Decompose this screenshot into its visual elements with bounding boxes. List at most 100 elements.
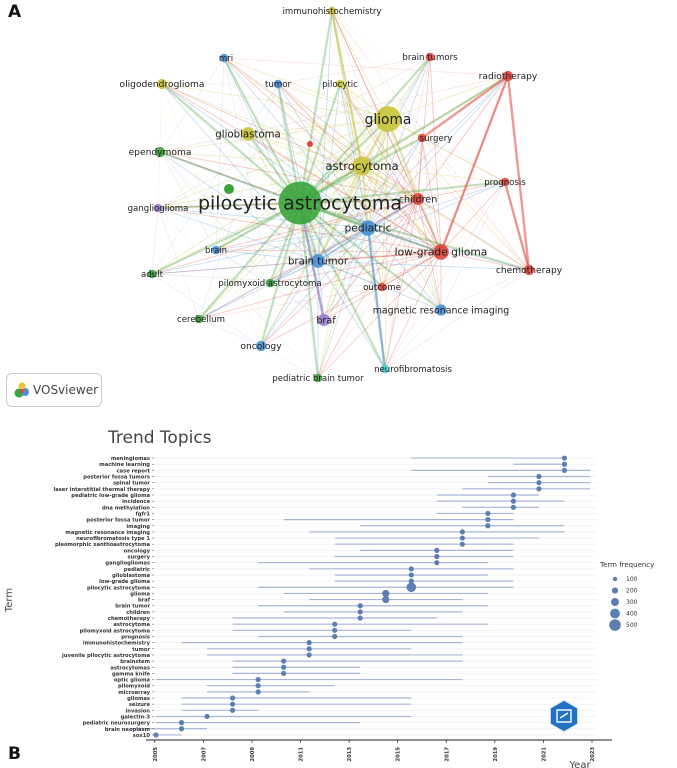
network-edge <box>317 56 431 262</box>
legend-circle <box>612 576 618 582</box>
network-edge-strong <box>366 227 387 370</box>
network-edge <box>269 118 389 284</box>
trend-dot-brain-neoplasm <box>178 726 185 732</box>
network-edge <box>298 202 320 379</box>
term-label: glioma <box>130 591 150 597</box>
trend-dot-tumor <box>306 646 312 652</box>
network-edge <box>421 137 506 183</box>
network-edge <box>159 150 301 205</box>
trend-dot-glioma <box>382 589 390 598</box>
label-brain-tumors: brain tumors <box>402 53 458 63</box>
network-edge <box>299 180 506 205</box>
vosviewer-label: VOSviewer <box>33 383 99 397</box>
label-children: children <box>399 194 438 205</box>
x-tick-label: 2017 <box>444 747 450 762</box>
trend-dot-gamma-knife <box>281 670 287 677</box>
network-edge <box>367 227 530 271</box>
network-edge <box>198 286 383 320</box>
term-label: chemotherapy <box>108 616 151 622</box>
network-edge <box>317 165 363 379</box>
network-edge <box>384 198 419 370</box>
term-label: brain tumor <box>115 604 150 610</box>
vosviewer-logo-icon <box>14 382 29 398</box>
node-tumor <box>273 79 283 89</box>
network-edge <box>161 83 389 120</box>
network-edge <box>331 10 386 370</box>
x-tick-label: 2013 <box>347 747 353 762</box>
node-immunohistochemistry <box>327 6 337 16</box>
trend-dot-neurofibromatosis-type-1 <box>459 535 465 541</box>
network-edge <box>247 133 369 229</box>
trend-dot-immunohistochemistry <box>306 640 312 646</box>
network-edge <box>361 165 442 311</box>
network-edge <box>323 165 363 321</box>
network-edge <box>277 83 369 229</box>
network-edge <box>223 57 363 167</box>
term-label: astrocytoma <box>113 622 150 628</box>
network-edge <box>151 273 262 347</box>
network-edge <box>429 56 442 253</box>
trend-dot-pilomyxoid <box>255 683 261 689</box>
label-mri: mri <box>219 54 233 64</box>
label-magnetic-resonance-imaging: magnetic resonance imaging <box>373 305 509 316</box>
network-edge <box>299 202 386 370</box>
network-edge <box>367 227 442 311</box>
term-label: braf <box>138 598 151 604</box>
trend-extras <box>549 699 579 733</box>
term-label: gangliogliomas <box>105 561 150 567</box>
network-edge <box>317 165 363 262</box>
trend-dots <box>153 455 568 738</box>
network-edge <box>440 181 506 311</box>
term-label: pediatric <box>124 567 150 573</box>
network-edge-strong <box>503 181 531 271</box>
term-label: invasion <box>126 708 151 714</box>
term-label: optic glioma <box>114 678 151 684</box>
network-edge <box>339 83 506 183</box>
trend-dot-gliomas <box>229 695 236 701</box>
term-label: pilomyxoid <box>118 684 150 690</box>
term-label: immunohistochemistry <box>83 641 151 647</box>
legend-value: 500 <box>626 622 638 629</box>
term-label: neurofibromatosis type 1 <box>76 536 150 542</box>
network-edge <box>331 10 530 271</box>
term-label: pleomorphic xanthoastrocytoma <box>55 542 151 548</box>
network-edge <box>157 207 369 229</box>
network-edge <box>198 260 319 320</box>
network-edge <box>367 75 509 229</box>
legend-value: 100 <box>626 576 638 583</box>
network-edge <box>277 83 363 167</box>
network-edge <box>159 151 419 200</box>
network-edge <box>317 181 506 262</box>
network-edge <box>323 118 389 321</box>
network-edge <box>317 118 389 262</box>
y-axis-label: Term <box>4 588 15 613</box>
x-tick-label: 2011 <box>299 747 305 762</box>
panel-label-b: B <box>8 744 21 764</box>
network-edge <box>247 118 389 135</box>
trend-dot-chemotherapy <box>357 615 363 621</box>
network-edge <box>339 83 530 271</box>
network-edge <box>384 137 423 370</box>
network-edge <box>421 137 442 253</box>
node-radiotherapy <box>502 70 514 82</box>
label-glioma: glioma <box>365 112 412 128</box>
term-label: microarray <box>118 690 150 696</box>
network-edge <box>151 165 363 275</box>
network-edge <box>247 133 419 200</box>
network-edge <box>215 227 369 251</box>
node-magnetic-resonance-imaging <box>435 304 447 316</box>
network-edge <box>339 83 369 229</box>
network-edge <box>151 207 159 275</box>
network-edge <box>381 198 419 288</box>
node-brain-tumor <box>311 254 325 268</box>
network-edge <box>339 83 442 311</box>
network-edge <box>161 83 363 167</box>
x-tick-label: 2007 <box>201 747 207 762</box>
legend-circle <box>611 587 619 594</box>
node-brain-tumors <box>425 52 435 62</box>
term-label: tumor <box>132 647 150 653</box>
trend-lines <box>130 457 590 736</box>
network-edge <box>161 83 369 229</box>
